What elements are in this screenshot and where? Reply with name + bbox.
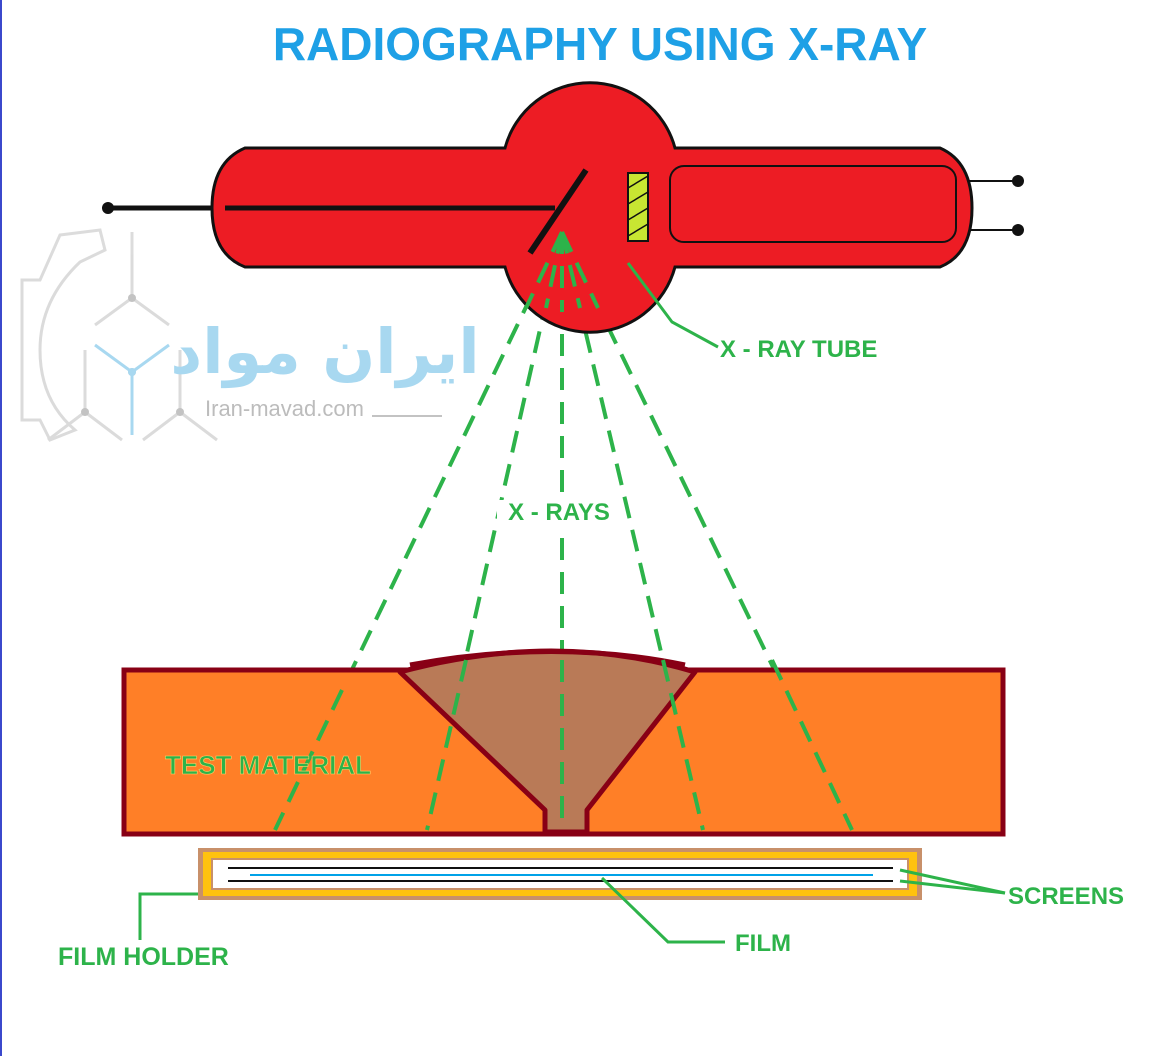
label-film-holder: FILM HOLDER — [58, 943, 229, 971]
label-screens: SCREENS — [1008, 883, 1124, 910]
film-leader — [600, 876, 725, 944]
diagram-title: RADIOGRAPHY USING X-RAY — [273, 18, 927, 70]
label-test-material: TEST MATERIAL — [165, 750, 371, 780]
label-xray-tube: X - RAY TUBE — [720, 336, 877, 363]
label-xrays: X - RAYS — [508, 499, 610, 526]
xray-tube-leader — [626, 262, 719, 349]
gear-logo-icon — [20, 228, 218, 442]
watermark-site: Iran-mavad.com — [205, 396, 364, 421]
xray-tube — [102, 81, 1024, 334]
blue-y-icon — [94, 343, 170, 435]
label-xrays-backing — [497, 500, 621, 526]
film-holder-leader — [138, 892, 198, 940]
label-film: FILM — [735, 930, 791, 957]
target-anode — [627, 172, 649, 242]
xray-beams-inside-tube — [524, 231, 600, 312]
film-holder — [198, 848, 922, 900]
tube-envelope — [210, 81, 974, 334]
watermark-logo-text: ایران مواد — [170, 315, 479, 388]
watermark: ایران مواد Iran-mavad.com — [20, 228, 480, 442]
screens-leaders — [899, 868, 1006, 895]
xray-beams-through-material — [273, 659, 854, 831]
